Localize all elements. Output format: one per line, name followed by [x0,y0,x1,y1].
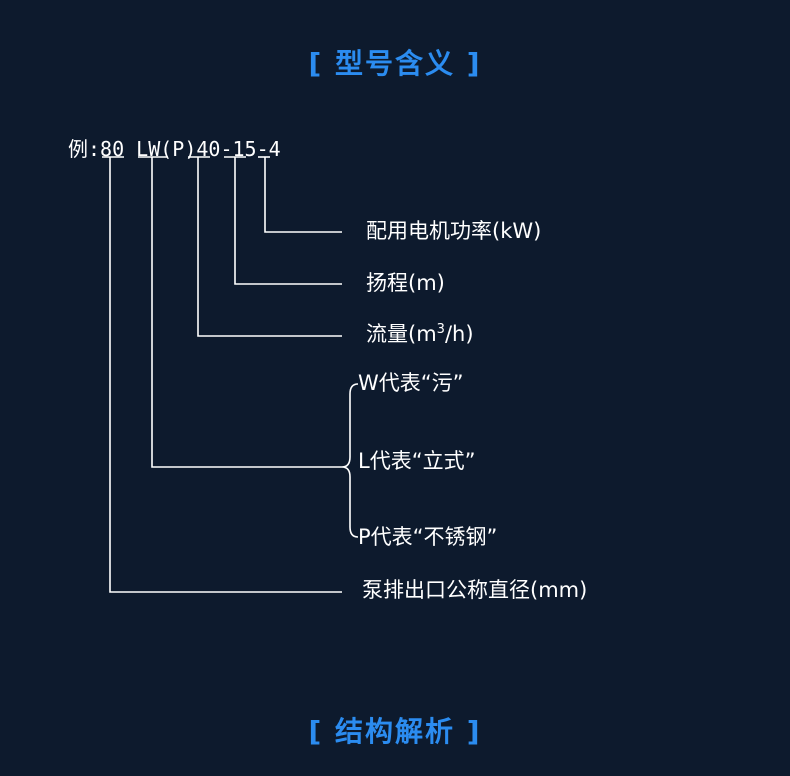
label-flow-prefix: 流量(m [366,322,437,346]
section-heading-model-meaning: [ 型号含义 ] [308,47,482,80]
leader-head [234,157,342,285]
leader-type [151,157,342,468]
label-power: 配用电机功率(kW) [366,219,542,243]
label-p-meaning: P代表“不锈钢” [358,525,498,549]
leader-diameter [109,157,342,593]
label-diameter: 泵排出口公称直径(mm) [362,578,588,602]
label-flow-suffix: /h) [444,322,474,346]
label-flow-sup: 3 [436,322,445,337]
brace-type-meanings [341,383,359,538]
leader-flow [197,157,342,337]
leader-power [264,157,342,233]
label-flow: 流量(m3/h) [366,323,474,345]
section-heading-structure: [ 结构解析 ] [308,715,482,748]
label-w-meaning: W代表“污” [358,371,464,395]
label-head: 扬程(m) [366,271,445,295]
label-l-meaning: L代表“立式” [358,449,476,473]
